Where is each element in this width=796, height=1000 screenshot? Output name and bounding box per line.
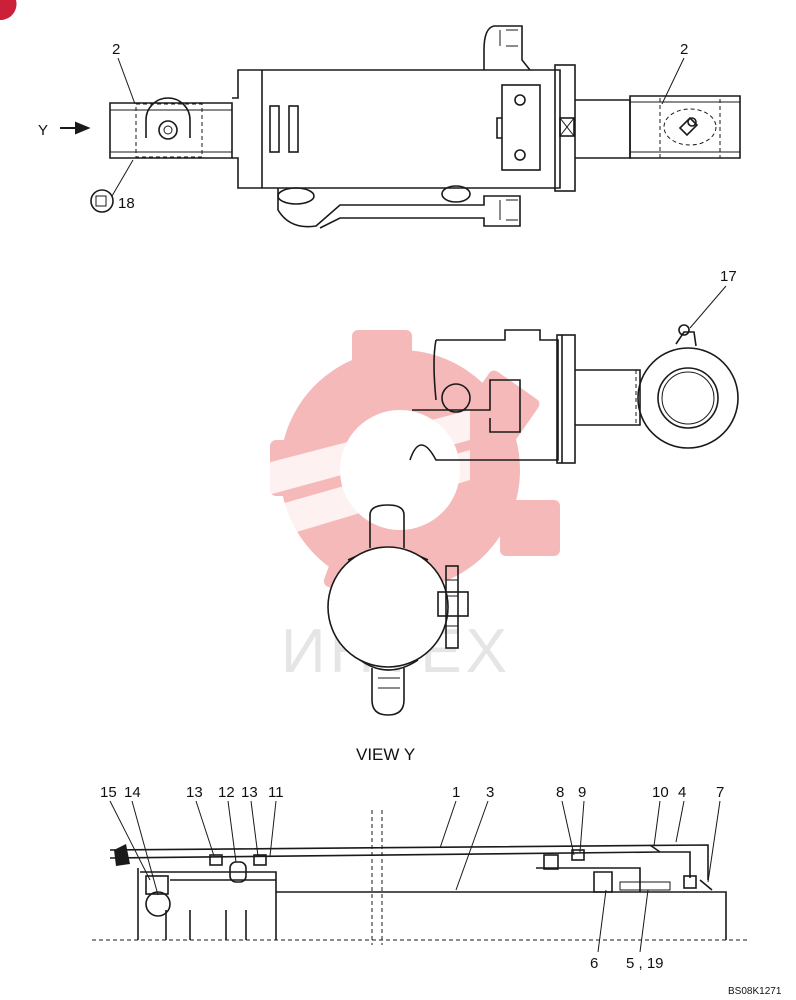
section-callouts: 15 14 13 12 13 11 1 3 8 9 10 4 7 6 5 , 1… <box>100 784 724 972</box>
rod-eye-view <box>409 324 739 464</box>
label-6: 6 <box>590 955 598 972</box>
label-15: 15 <box>100 784 117 801</box>
label-17: 17 <box>720 268 737 285</box>
label-9: 9 <box>578 784 586 801</box>
label-12: 12 <box>218 784 235 801</box>
label-2-right: 2 <box>680 41 688 58</box>
label-1: 1 <box>452 784 460 801</box>
label-18: 18 <box>118 195 135 212</box>
view-y-title: VIEW Y <box>356 745 415 764</box>
label-10: 10 <box>652 784 669 801</box>
label-3: 3 <box>486 784 494 801</box>
grease-fitting-icon <box>90 189 114 213</box>
watermark-gear-hole <box>340 410 460 530</box>
label-2-left: 2 <box>112 41 120 58</box>
label-8: 8 <box>556 784 564 801</box>
cylinder-tube-end <box>114 844 130 866</box>
end-view <box>327 504 469 716</box>
label-4: 4 <box>678 784 686 801</box>
watermark-stripes <box>240 410 470 540</box>
label-14: 14 <box>124 784 141 801</box>
label-5-19: 5 , 19 <box>626 955 664 972</box>
cylinder-side-view <box>109 25 741 229</box>
label-13-a: 13 <box>186 784 203 801</box>
label-7: 7 <box>716 784 724 801</box>
label-11: 11 <box>268 784 284 801</box>
drawing-code: BS08K1271 <box>728 986 782 997</box>
corner-mark <box>0 0 17 21</box>
label-13-b: 13 <box>241 784 258 801</box>
y-arrow-icon <box>60 121 91 135</box>
label-y-arrow: Y <box>38 122 48 139</box>
section-view <box>92 810 748 945</box>
